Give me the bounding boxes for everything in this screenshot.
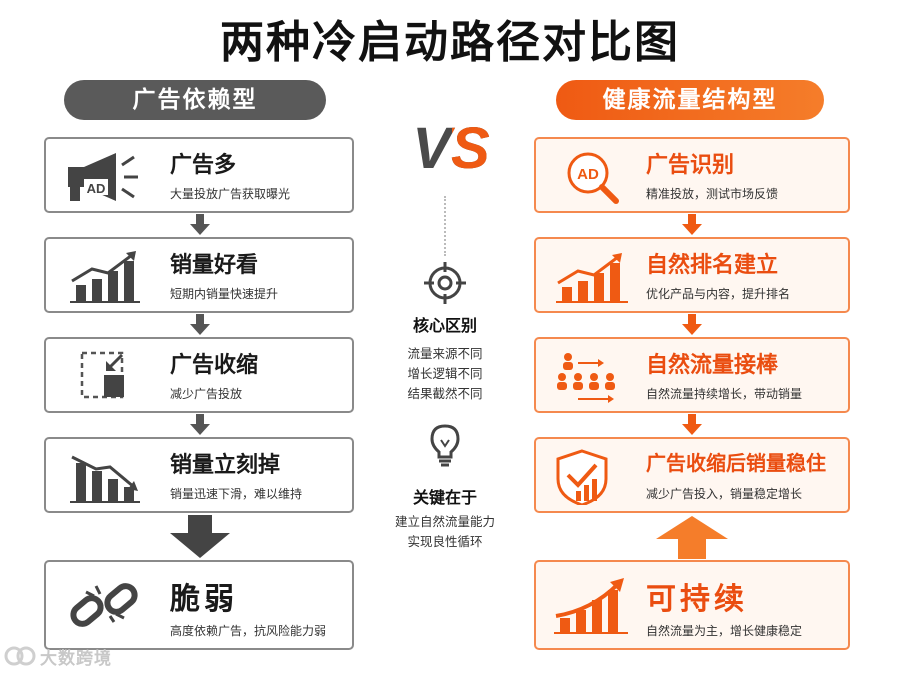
right-card-4: 广告收缩后销量稳住 减少广告投入，销量稳定增长 <box>534 437 850 513</box>
arrow-down-icon <box>682 314 702 335</box>
key-line: 建立自然流量能力 <box>394 514 495 529</box>
diff-line: 增长逻辑不同 <box>407 366 483 381</box>
lightbulb-icon <box>430 424 460 467</box>
right-card-1: AD 广告识别 精准投放，测试市场反馈 <box>534 137 850 213</box>
right-card-3: 自然流量接棒 自然流量持续增长，带动销量 <box>534 337 850 413</box>
card-subtitle: 大量投放广告获取曝光 <box>170 187 291 201</box>
key-line: 实现良性循环 <box>407 534 483 549</box>
shrink-icon <box>80 351 124 399</box>
svg-text:AD: AD <box>577 166 599 183</box>
right-card-2: 自然排名建立 优化产品与内容，提升排名 <box>534 237 850 313</box>
diff-block: 核心区别 流量来源不同 增长逻辑不同 结果截然不同 <box>370 312 520 404</box>
arrow-down-icon <box>682 414 702 435</box>
card-subtitle: 自然流量持续增长，带动销量 <box>646 387 803 401</box>
vs-text: VS <box>412 116 490 181</box>
arrow-down-icon <box>682 214 702 235</box>
watermark-text: 大数跨境 <box>40 649 112 669</box>
card-title: 销量好看 <box>170 253 259 278</box>
card-subtitle: 减少广告投放 <box>170 387 243 401</box>
left-card-3: 广告收缩 减少广告投放 <box>44 337 354 413</box>
broken-chain-icon <box>70 583 138 627</box>
card-title: 自然流量接棒 <box>646 353 779 378</box>
arrow-down-icon <box>190 314 210 335</box>
card-title: 广告识别 <box>646 153 735 178</box>
card-title: 广告收缩后销量稳住 <box>646 451 826 475</box>
right-header-pill: 健康流量结构型 <box>556 80 824 120</box>
page-title: 两种冷启动路径对比图 <box>220 17 680 68</box>
card-subtitle: 高度依赖广告，抗风险能力弱 <box>170 624 327 638</box>
big-arrow-up-icon <box>656 516 728 559</box>
card-title: 广告收缩 <box>170 353 259 378</box>
svg-text:AD: AD <box>87 181 106 196</box>
card-title: 广告多 <box>170 153 237 178</box>
megaphone-ad-icon: AD <box>68 153 138 201</box>
left-card-1: AD 广告多 大量投放广告获取曝光 <box>44 137 354 213</box>
arrow-down-icon <box>190 214 210 235</box>
ad-magnifier-icon: AD <box>567 152 619 204</box>
target-icon <box>424 262 466 304</box>
bar-chart-down-icon <box>70 455 140 503</box>
diff-line: 结果截然不同 <box>407 386 483 401</box>
card-title: 可持续 <box>646 582 748 617</box>
diff-title: 核心区别 <box>412 316 477 335</box>
shield-check-icon <box>556 449 608 505</box>
card-subtitle: 减少广告投入，销量稳定增长 <box>646 487 803 501</box>
card-title: 脆弱 <box>170 582 238 617</box>
bar-chart-up-icon <box>70 251 140 303</box>
card-subtitle: 自然流量为主，增长健康稳定 <box>646 624 803 638</box>
svg-text:VS: VS <box>412 116 490 181</box>
diff-line: 流量来源不同 <box>407 346 483 361</box>
bar-chart-up-icon <box>556 253 628 303</box>
left-card-5: 脆弱 高度依赖广告，抗风险能力弱 <box>44 560 354 650</box>
card-subtitle: 优化产品与内容，提升排名 <box>646 287 791 301</box>
left-card-4: 销量立刻掉 销量迅速下滑，难以维持 <box>44 437 354 513</box>
card-subtitle: 销量迅速下滑，难以维持 <box>170 487 303 501</box>
people-flow-icon <box>557 353 615 403</box>
key-title: 关键在于 <box>412 488 477 507</box>
big-arrow-down-icon <box>170 515 230 558</box>
left-header-pill: 广告依赖型 <box>64 80 326 120</box>
divider-dots <box>444 196 446 256</box>
card-title: 自然排名建立 <box>646 253 779 278</box>
card-subtitle: 精准投放，测试市场反馈 <box>646 187 779 201</box>
left-card-2: 销量好看 短期内销量快速提升 <box>44 237 354 313</box>
right-card-5: 可持续 自然流量为主，增长健康稳定 <box>534 560 850 650</box>
growth-arrow-icon <box>554 578 628 634</box>
card-title: 销量立刻掉 <box>170 453 281 478</box>
arrow-down-icon <box>190 414 210 435</box>
watermark-logo-icon <box>4 646 36 666</box>
key-block: 关键在于 建立自然流量能力 实现良性循环 <box>370 484 520 552</box>
vs-mark: VS VS <box>412 116 490 181</box>
card-subtitle: 短期内销量快速提升 <box>170 287 279 301</box>
